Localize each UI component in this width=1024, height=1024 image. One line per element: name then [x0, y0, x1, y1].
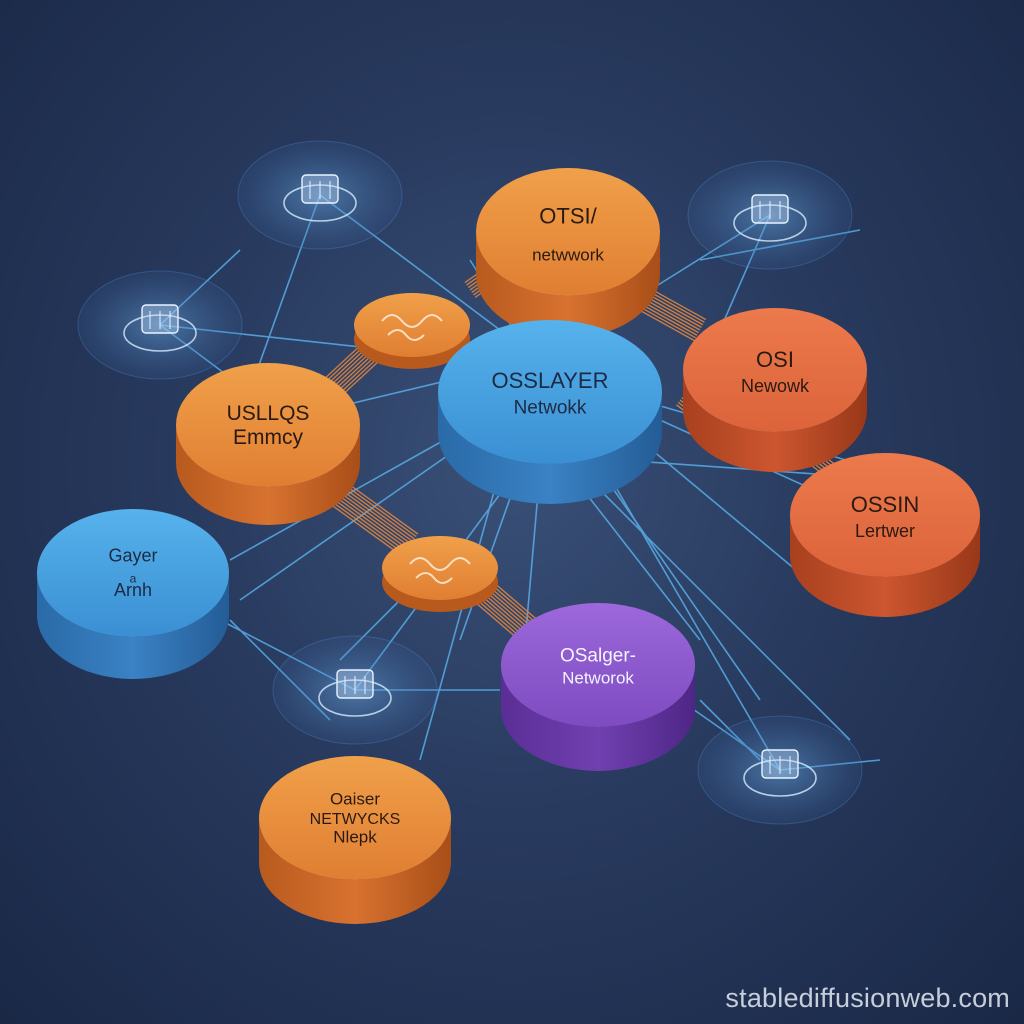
- node-label-line: Gayer: [108, 546, 157, 566]
- layer-node-purple: OSalger- Networok: [501, 603, 695, 771]
- node-label-line: OSalger-: [560, 645, 636, 666]
- connection-line: [639, 439, 821, 591]
- node-label-line: OSI: [756, 347, 794, 372]
- device-hub-2: [687, 160, 853, 270]
- node-label-line: Nlepk: [333, 828, 377, 847]
- device-hub-0: [237, 140, 403, 250]
- node-label-line: OTSI/: [539, 204, 597, 229]
- server-icon: [301, 174, 339, 204]
- node-label-line: a: [130, 571, 137, 585]
- device-hub-3: [272, 635, 438, 745]
- layer-node-top-center: OTSI/netwwork: [476, 168, 660, 338]
- connector-blobs: [354, 293, 498, 612]
- device-hub-4: [697, 715, 863, 825]
- device-hub-1: [77, 270, 243, 380]
- node-label-line: Newowk: [741, 376, 810, 396]
- layer-node-right-orange-1: OSI Newowk: [683, 308, 867, 472]
- connection-line: [599, 459, 781, 771]
- node-label-line: Netwokk: [514, 398, 587, 419]
- layer-node-center-blue: OSSLAYER Netwokk: [438, 320, 662, 504]
- connector-blob-1: [382, 536, 498, 612]
- layer-cylinders: OTSI/netwworkUSLLQSEmmcyOSSLAYERNetwokkO…: [37, 168, 980, 924]
- node-label-line: Lertwer: [855, 521, 915, 541]
- node-label-line: Oaiser: [330, 790, 380, 809]
- node-label-line: Networok: [562, 668, 634, 687]
- node-label-line: OSSLAYER: [492, 368, 609, 393]
- connection-line: [579, 469, 851, 741]
- connector-blob-0: [354, 293, 470, 369]
- layer-node-right-orange-2: OSSIN Lertwer: [790, 453, 980, 617]
- node-label-line: NETWYCKS: [310, 811, 401, 828]
- server-icon: [751, 194, 789, 224]
- device-hubs: [77, 140, 863, 825]
- server-icon: [761, 749, 799, 779]
- node-label-line: Arnh: [114, 580, 152, 600]
- node-label-line: netwwork: [532, 245, 604, 264]
- node-label-line: Emmcy: [233, 426, 303, 449]
- connection-line: [599, 469, 761, 701]
- node-label-line: USLLQS: [227, 402, 310, 425]
- connection-line: [239, 439, 471, 601]
- watermark-text: stablediffusionweb.com: [725, 983, 1010, 1013]
- connection-line: [419, 469, 501, 761]
- server-icon: [141, 304, 179, 334]
- server-icon: [336, 669, 374, 699]
- node-label-line: OSSIN: [851, 492, 919, 517]
- connection-line: [229, 419, 481, 561]
